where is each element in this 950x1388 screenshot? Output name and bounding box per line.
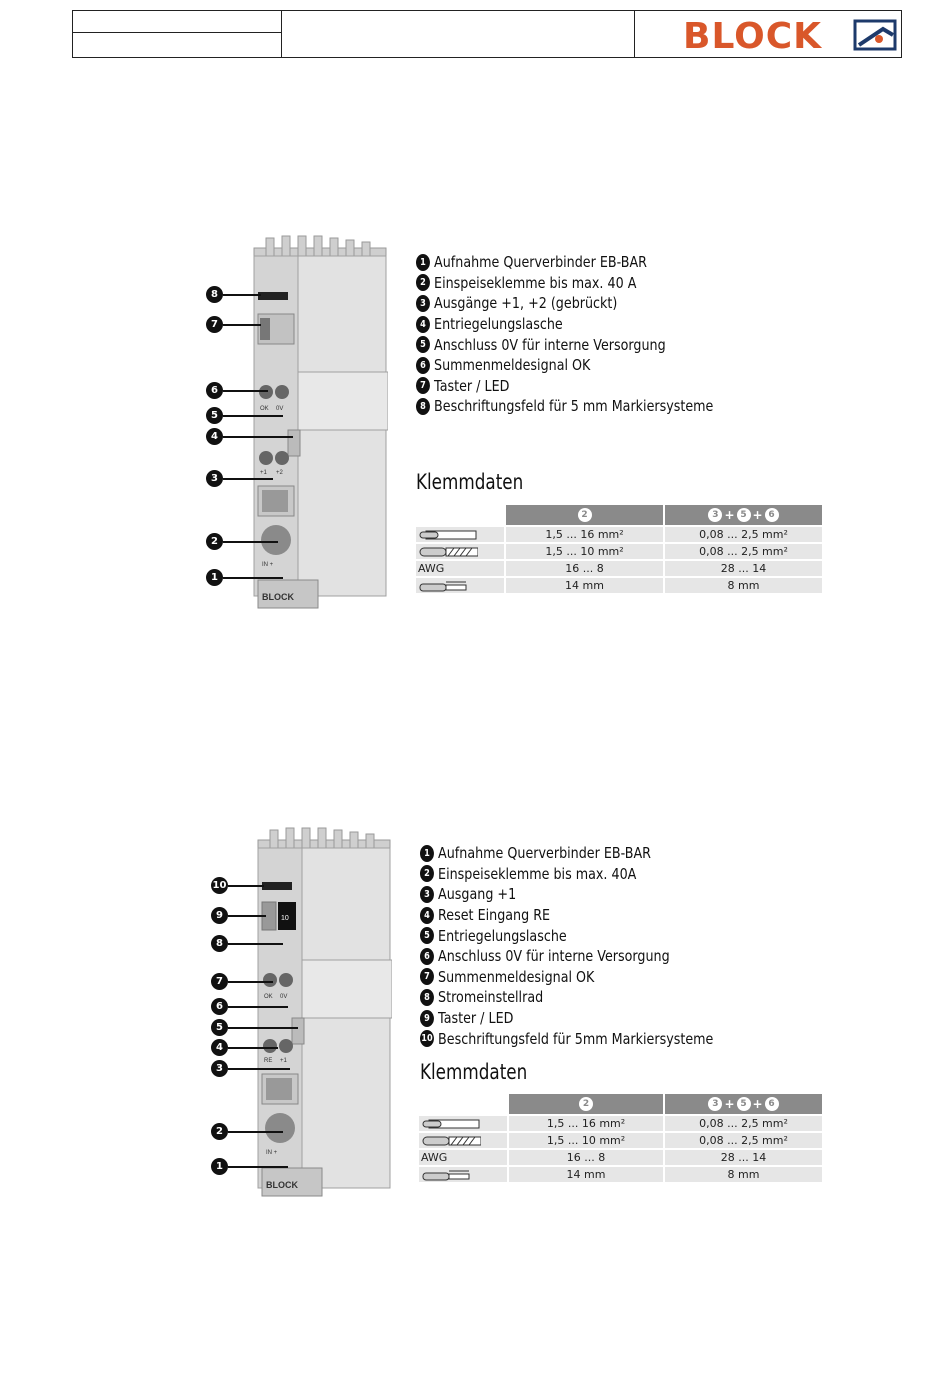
solid-wire-icon (419, 530, 477, 540)
svg-text:+1: +1 (280, 1058, 288, 1064)
header-middle-cell (282, 11, 635, 57)
callout-6: 6 (206, 382, 268, 399)
device-illustration: 10 OK 0V RE +1 IN + BLOCK (257, 827, 392, 1197)
svg-text:10: 10 (281, 915, 289, 922)
terminal-data-title: Klemmdaten (416, 470, 524, 494)
solid-wire-icon (422, 1119, 480, 1129)
callout-7: 7 (206, 316, 261, 333)
svg-text:+2: +2 (276, 470, 284, 476)
table-header-col2: 3+5+6 (665, 505, 822, 525)
callout-3: 3 (206, 470, 273, 487)
callout-1: 1 (206, 569, 283, 586)
callout-2: 2 (206, 533, 278, 550)
strip-length-icon (419, 581, 467, 592)
svg-text:RE: RE (264, 1058, 272, 1064)
callout-7: 7 (211, 973, 273, 990)
svg-text:IN +: IN + (262, 562, 274, 568)
device-illustration: OK 0V +1 +2 IN + BLOCK (253, 235, 388, 609)
callout-8: 8 (211, 935, 283, 952)
device-brand-label: BLOCK (266, 1180, 298, 1190)
header-left-cell (73, 11, 282, 57)
callout-2: 2 (211, 1123, 283, 1140)
strip-length-icon (422, 1170, 470, 1181)
logo-emblem-icon (853, 19, 897, 51)
callout-5: 5 (206, 407, 283, 424)
svg-text:+1: +1 (260, 470, 268, 476)
callout-6: 6 (211, 998, 288, 1015)
svg-text:OK: OK (264, 994, 273, 1000)
svg-text:OK: OK (260, 406, 269, 412)
callout-3: 3 (211, 1060, 290, 1077)
logo-text: BLOCK (683, 16, 822, 53)
callout-8: 8 (206, 286, 261, 303)
header-left-top-cell (73, 11, 281, 33)
stranded-wire-icon (419, 547, 478, 557)
svg-text:0V: 0V (276, 406, 283, 412)
table-header-col2: 3+5+6 (665, 1094, 822, 1114)
terminal-data-title: Klemmdaten (420, 1060, 528, 1084)
callout-4: 4 (206, 428, 293, 445)
svg-text:IN +: IN + (266, 1150, 278, 1156)
table-header-col1: 2 (509, 1094, 663, 1114)
callout-9: 9 (211, 907, 266, 924)
callout-4: 4 (211, 1039, 278, 1056)
device-brand-label: BLOCK (262, 592, 294, 602)
table-header-col1: 2 (506, 505, 663, 525)
callout-10: 10 (211, 877, 264, 894)
document-header: BLOCK (72, 10, 902, 58)
block-logo: BLOCK (683, 16, 897, 53)
callout-1: 1 (211, 1158, 288, 1175)
stranded-wire-icon (422, 1136, 481, 1146)
callout-5: 5 (211, 1019, 298, 1036)
svg-text:0V: 0V (280, 994, 287, 1000)
